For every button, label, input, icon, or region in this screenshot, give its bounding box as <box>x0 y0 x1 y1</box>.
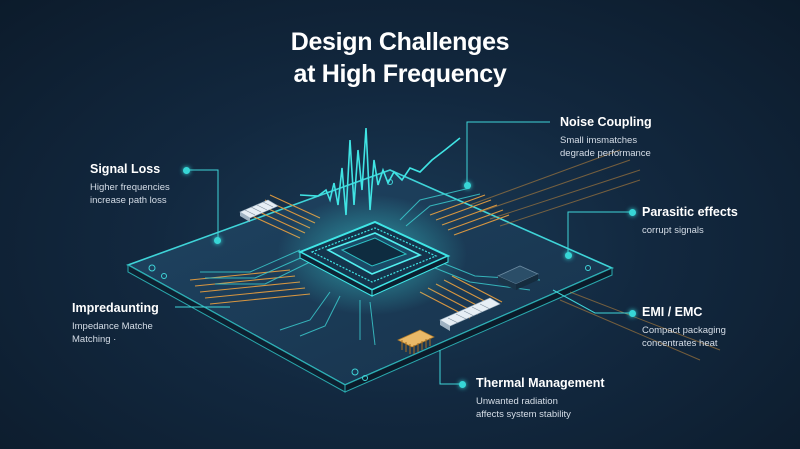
callout-parasitic-effects: Parasitic effects corrupt signals <box>642 205 738 237</box>
callout-desc: increase path loss <box>90 195 167 206</box>
callout-signal-loss: Signal Loss Higher frequencies increase … <box>90 162 170 207</box>
callout-desc: degrade performance <box>560 148 651 159</box>
signal-waveform-icon <box>299 127 461 216</box>
callout-noise-coupling: Noise Coupling Small imsmatches degrade … <box>560 115 652 160</box>
vias <box>148 179 591 381</box>
callout-dot-parasitic <box>629 209 636 216</box>
callout-desc: concentrates heat <box>642 338 718 349</box>
callout-leaders <box>175 121 632 385</box>
page-title: Design Challenges at High Frequency <box>0 26 800 90</box>
callout-thermal-management: Thermal Management Unwanted radiation af… <box>476 376 605 421</box>
outer-traces <box>469 149 721 361</box>
title-line-2: at High Frequency <box>293 60 507 88</box>
callout-dot-thermal <box>459 381 466 388</box>
callout-desc: Small imsmatches <box>560 135 638 146</box>
callout-desc: Matching · <box>72 334 117 345</box>
callout-desc: Impedance Matche <box>72 321 153 332</box>
callout-heading: EMI / EMC <box>642 305 703 319</box>
callout-anchor-noise <box>464 182 471 189</box>
processor-chip <box>297 220 451 297</box>
callout-impedance: Impredaunting Impedance Matche Matching … <box>72 301 159 346</box>
callout-anchor-signal-loss <box>214 237 221 244</box>
memory-module-left <box>239 199 279 222</box>
callout-heading: Parasitic effects <box>642 205 738 219</box>
memory-module-right <box>439 297 501 331</box>
callout-desc: Higher frequencies <box>90 182 170 193</box>
title-line-1: Design Challenges <box>290 28 510 56</box>
callout-desc: Compact packaging <box>642 325 726 336</box>
heatsink <box>397 329 435 354</box>
callout-heading: Signal Loss <box>90 162 161 176</box>
regulator-block <box>497 265 539 290</box>
callout-heading: Impredaunting <box>72 301 159 315</box>
callout-desc: Unwanted radiation <box>476 396 558 407</box>
callout-desc: affects system stability <box>476 409 571 420</box>
callout-heading: Thermal Management <box>476 376 605 390</box>
callout-desc: corrupt signals <box>642 225 704 236</box>
callout-heading: Noise Coupling <box>560 115 652 129</box>
callout-dot-emi <box>629 310 636 317</box>
callout-anchor-parasitic <box>565 252 572 259</box>
callout-dot-signal-loss <box>183 167 190 174</box>
callout-emi-emc: EMI / EMC Compact packaging concentrates… <box>642 305 726 350</box>
